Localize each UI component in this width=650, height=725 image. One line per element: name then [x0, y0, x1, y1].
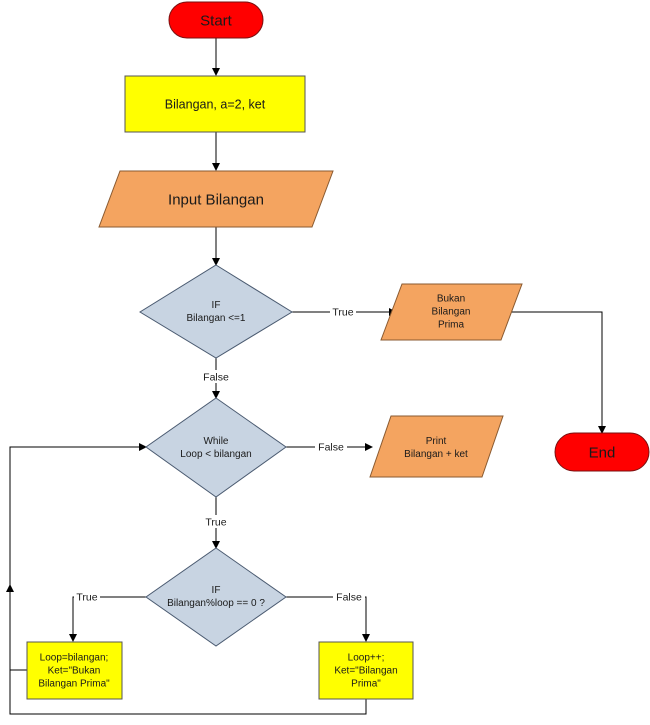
if1-label-line: Bilangan <=1 [187, 313, 246, 324]
node-start: Start [168, 1, 264, 39]
end-label-line: End [589, 444, 616, 461]
if2-label-line: IF [212, 585, 221, 596]
while-diamond [145, 397, 287, 498]
loopset-label-line: Ket="Bukan [48, 666, 101, 677]
edge-loopset-while [6, 584, 27, 671]
if2-label: IF Bilangan%loop == 0 ? [167, 585, 265, 609]
loopset-process-box [26, 641, 123, 700]
print-label-line: Print [426, 436, 447, 447]
edge-bukan-end [510, 311, 606, 434]
loopset-label-line: Bilangan Prima" [38, 679, 110, 690]
edges [6, 38, 606, 715]
input-label: Input Bilangan [168, 191, 264, 208]
end-label: End [589, 444, 616, 461]
start-label-line: Start [200, 12, 233, 29]
bukan-label-line: Bilangan [432, 307, 471, 318]
label-if2-false: False [336, 592, 362, 604]
bukan-label-line: Bukan [437, 294, 465, 305]
loopinc-process-box [318, 641, 414, 700]
loopinc-label-line: Loop++; [348, 653, 385, 664]
print-label-line: Bilangan + ket [404, 449, 468, 460]
while-label-line: While [203, 436, 228, 447]
start-label: Start [200, 12, 233, 29]
init-label: Bilangan, a=2, ket [165, 97, 266, 111]
if1-label: IF Bilangan <=1 [187, 300, 246, 324]
label-if2-true: True [76, 592, 97, 604]
if1-diamond [139, 264, 293, 359]
label-while-false: False [318, 442, 344, 454]
loopset-label-line: Loop=bilangan; [40, 653, 109, 664]
input-label-line: Input Bilangan [168, 191, 264, 208]
label-while-true: True [205, 517, 226, 529]
node-init: Bilangan, a=2, ket [124, 75, 306, 133]
node-input: Input Bilangan [98, 170, 334, 228]
if2-diamond [145, 547, 287, 647]
end-terminator [554, 432, 650, 472]
bukan-label-line: Prima [438, 320, 465, 331]
input-parallelogram [98, 170, 334, 228]
init-process-box [124, 75, 306, 133]
init-label-line: Bilangan, a=2, ket [165, 97, 266, 111]
loopinc-label-line: Ket="Bilangan [334, 666, 397, 677]
edge-if2-loopset [69, 596, 146, 642]
node-if1: IF Bilangan <=1 [139, 264, 293, 359]
label-if1-true: True [332, 307, 353, 319]
node-if2: IF Bilangan%loop == 0 ? [145, 547, 287, 647]
node-end: End [554, 432, 650, 472]
label-if1-false: False [203, 372, 229, 384]
edge-labels: True False False True True False [74, 305, 365, 604]
start-terminator [168, 1, 264, 39]
print-parallelogram [369, 415, 504, 478]
if1-label-line: IF [212, 300, 221, 311]
edge-loopinc-while [9, 443, 367, 715]
if2-label-line: Bilangan%loop == 0 ? [167, 598, 265, 609]
bukan-parallelogram [380, 283, 523, 341]
edge-if2-loopinc [286, 596, 370, 642]
while-label-line: Loop < bilangan [180, 449, 251, 460]
loopinc-label-line: Prima" [351, 679, 381, 690]
